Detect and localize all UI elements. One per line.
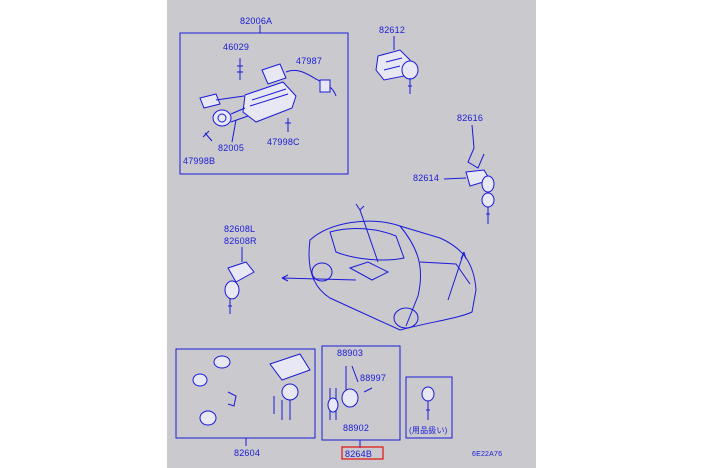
screw-46029 <box>237 58 243 80</box>
label-8264b[interactable]: 8264B <box>345 449 372 459</box>
group-8264b-box <box>321 345 401 441</box>
label-88997: 88997 <box>360 373 386 383</box>
car-windshield <box>329 228 405 261</box>
spare-key <box>426 401 430 420</box>
label-82604: 82604 <box>234 448 260 458</box>
label-82616: 82616 <box>457 113 483 123</box>
label-47987: 47987 <box>296 56 322 66</box>
part-82612: 82612 <box>375 25 419 94</box>
drawing-code: 6E22A76 <box>472 451 502 458</box>
lock-cylinder-part <box>212 109 232 127</box>
group-82006a: 82006A 46029 47987 82005 47998C 47998B <box>179 16 349 175</box>
cylinder-82604 <box>269 353 311 381</box>
bolt-47998b <box>202 130 213 142</box>
lever-82616 <box>467 147 485 169</box>
label-82612: 82612 <box>379 25 405 35</box>
label-spare: (用品扱い) <box>409 425 448 435</box>
car-body <box>308 220 477 331</box>
label-82006a: 82006A <box>240 16 272 26</box>
keys-82604 <box>273 396 291 420</box>
group-82604: 82604 <box>175 348 316 458</box>
label-46029: 46029 <box>223 42 249 52</box>
label-47998b: 47998B <box>183 156 215 166</box>
car-wheel-front <box>393 307 419 329</box>
group-8264b: 88903 88997 88902 8264B <box>321 345 401 460</box>
car-illustration <box>281 203 477 331</box>
label-88902: 88902 <box>343 423 369 433</box>
steering-lock-body <box>242 81 297 123</box>
connector-47987 <box>319 79 331 93</box>
spare-key-box: (用品扱い) <box>405 376 453 439</box>
key-82614 <box>486 207 490 224</box>
label-82614: 82614 <box>413 173 439 183</box>
spare-key-frame <box>405 376 453 439</box>
group-82006a-box <box>179 32 349 175</box>
label-82005: 82005 <box>218 143 244 153</box>
key-82608 <box>228 298 232 314</box>
bracket-part <box>199 93 221 109</box>
highlight-8264b <box>341 446 384 460</box>
label-88903: 88903 <box>337 348 363 358</box>
part-82614-82616: 82616 82614 <box>413 113 495 224</box>
label-82608r: 82608R <box>224 236 257 246</box>
key-82612 <box>408 78 412 94</box>
label-82608l: 82608L <box>224 224 255 234</box>
switch-part <box>261 63 287 85</box>
label-47998c: 47998C <box>267 137 300 147</box>
part-82608: 82608L 82608R <box>224 224 257 314</box>
cylinder-82608 <box>227 261 255 283</box>
car-wheel-rear <box>311 262 333 282</box>
bolt-47998c <box>285 118 291 132</box>
